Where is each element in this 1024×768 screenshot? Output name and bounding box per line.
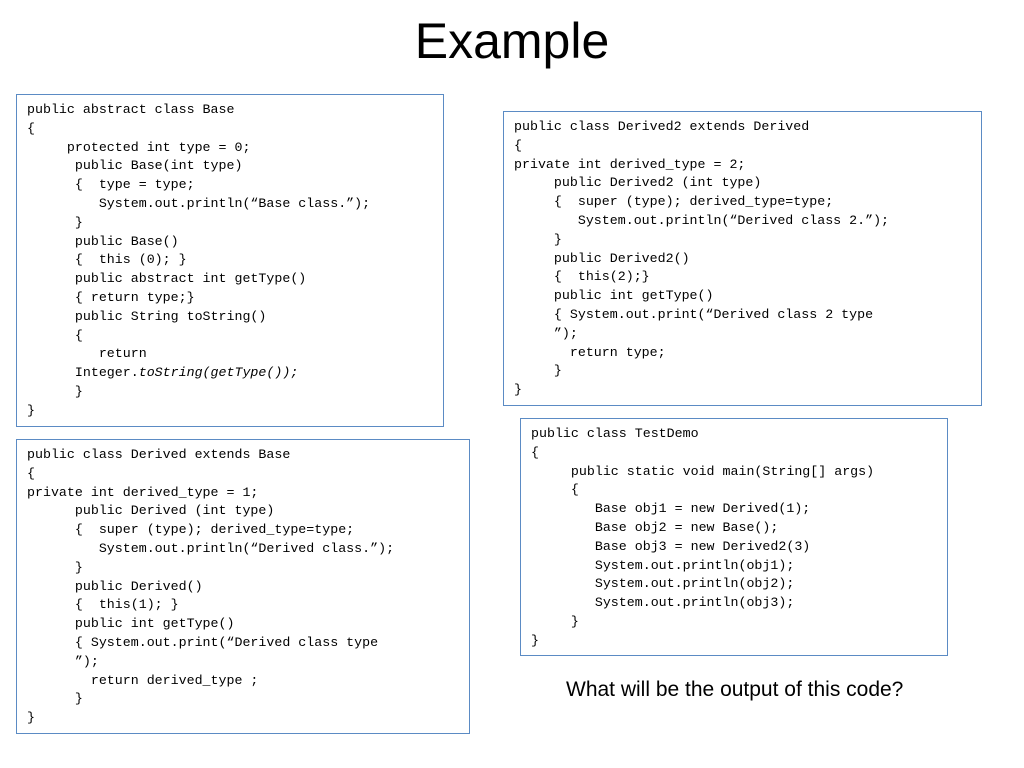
code-line: { System.out.print(“Derived class 2 type: [514, 306, 874, 322]
code-line: public static void main(String[] args): [531, 463, 875, 479]
code-line: { super (type); derived_type=type;: [514, 194, 834, 210]
code-line: public class TestDemo: [531, 426, 699, 441]
code-line: private int derived_type = 2;: [514, 156, 746, 172]
code-line: System.out.println(obj2);: [531, 576, 795, 592]
code-line: }: [27, 214, 83, 230]
code-line: }: [27, 402, 35, 418]
code-line: ”);: [514, 325, 578, 341]
code-line: {: [531, 444, 539, 460]
code-line: Base obj2 = new Base();: [531, 519, 779, 535]
slide-title: Example: [414, 13, 610, 69]
code-line: public abstract class Base: [27, 102, 235, 117]
code-line: {: [27, 327, 83, 343]
code-line: { type = type;: [27, 177, 195, 193]
code-line: return type;: [514, 344, 666, 360]
code-line: }: [27, 383, 83, 399]
code-line: System.out.println(obj3);: [531, 595, 795, 611]
code-line: }: [27, 559, 83, 575]
code-line: { this(2);}: [514, 269, 650, 285]
code-line: }: [27, 691, 83, 707]
code-line: { return type;}: [27, 289, 195, 305]
code-line: Integer.toString(getType());: [27, 364, 433, 383]
code-line: public Derived (int type): [27, 503, 275, 519]
code-line: { System.out.print(“Derived class type: [27, 634, 379, 650]
code-line: }: [514, 382, 522, 398]
code-line: Base obj1 = new Derived(1);: [531, 501, 811, 517]
code-line: return derived_type ;: [27, 672, 259, 688]
code-line: public Base(int type): [27, 158, 243, 174]
code-line: {: [27, 465, 35, 481]
code-segment: Integer.: [27, 365, 139, 381]
code-line: public Base(): [27, 233, 179, 249]
code-line: public Derived(): [27, 578, 203, 594]
code-line: }: [514, 231, 562, 247]
code-line: ”);: [27, 653, 99, 669]
code-line: public int getType(): [514, 288, 714, 304]
code-line: System.out.println(“Derived class.”);: [27, 540, 395, 556]
code-line: public abstract int getType(): [27, 271, 307, 287]
code-line: public class Derived extends Base: [27, 447, 291, 462]
code-line: public class Derived2 extends Derived: [514, 119, 810, 134]
code-line: Base obj3 = new Derived2(3): [531, 538, 811, 554]
code-line: }: [514, 363, 562, 379]
code-line: protected int type = 0;: [27, 139, 251, 155]
testdemo-class-code-box: public class TestDemo { public static vo…: [520, 418, 948, 656]
code-line: {: [531, 482, 579, 498]
derived-class-code-box: public class Derived extends Base { priv…: [16, 439, 470, 734]
code-line: private int derived_type = 1;: [27, 484, 259, 500]
code-line: {: [514, 137, 522, 153]
code-line: public int getType(): [27, 616, 235, 632]
code-line: { super (type); derived_type=type;: [27, 522, 355, 538]
base-class-code-box: public abstract class Base { protected i…: [16, 94, 444, 427]
code-segment-italic: toString(getType());: [138, 365, 299, 381]
code-line: {: [27, 120, 35, 136]
code-line: System.out.println(obj1);: [531, 557, 795, 573]
code-line: return: [27, 346, 147, 362]
code-line: System.out.println(“Derived class 2.”);: [514, 212, 890, 228]
code-line: }: [531, 613, 579, 629]
question-text: What will be the output of this code?: [566, 678, 904, 701]
code-line: }: [531, 632, 539, 648]
code-line: }: [27, 710, 35, 726]
code-line: public String toString(): [27, 308, 267, 324]
derived2-class-code-box: public class Derived2 extends Derived { …: [503, 111, 982, 406]
code-line: public Derived2(): [514, 250, 690, 266]
code-line: { this (0); }: [27, 252, 187, 268]
code-line: { this(1); }: [27, 597, 179, 613]
code-line: System.out.println(“Base class.”);: [27, 195, 371, 211]
code-line: public Derived2 (int type): [514, 175, 762, 191]
